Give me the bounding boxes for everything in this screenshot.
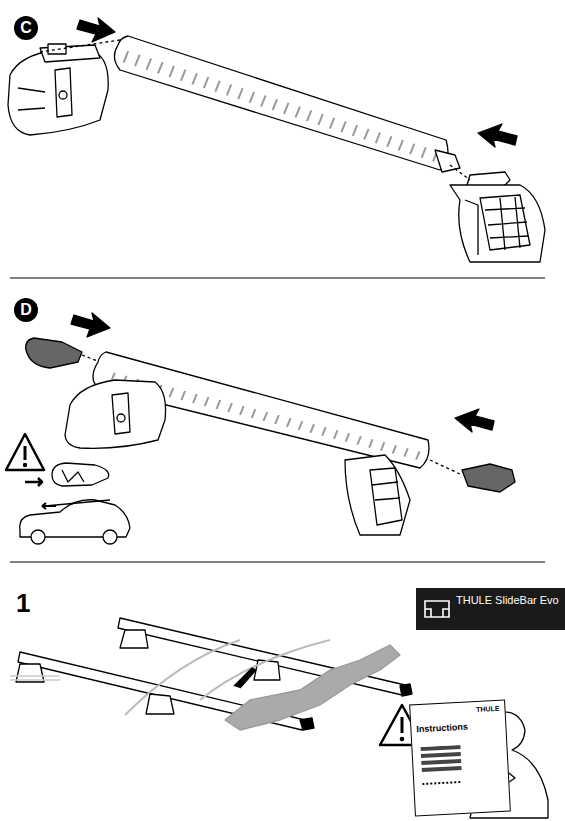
foot (8, 50, 108, 135)
skis (225, 645, 400, 730)
node-text: D (20, 301, 32, 319)
warning-sign (6, 434, 44, 470)
manual-lines (420, 744, 483, 807)
manual-page: THULE Instructions (409, 700, 511, 817)
bar-icon (422, 597, 452, 621)
node-text: THULE SlideBar Evo (456, 593, 559, 607)
end-cap (26, 338, 82, 368)
step-badge: C (14, 16, 38, 40)
step-badge: D (14, 298, 38, 322)
foot (450, 185, 545, 262)
step-number: 1 (16, 588, 30, 619)
arrow (478, 124, 517, 147)
node-text: Instructions (416, 720, 500, 734)
end-cap (462, 464, 515, 492)
bar (114, 36, 448, 170)
arrow (77, 18, 115, 42)
node-text: C (20, 19, 32, 37)
node-text: THULE (415, 705, 499, 716)
clip (52, 463, 109, 486)
product-box: THULE SlideBar Evo (416, 588, 565, 630)
